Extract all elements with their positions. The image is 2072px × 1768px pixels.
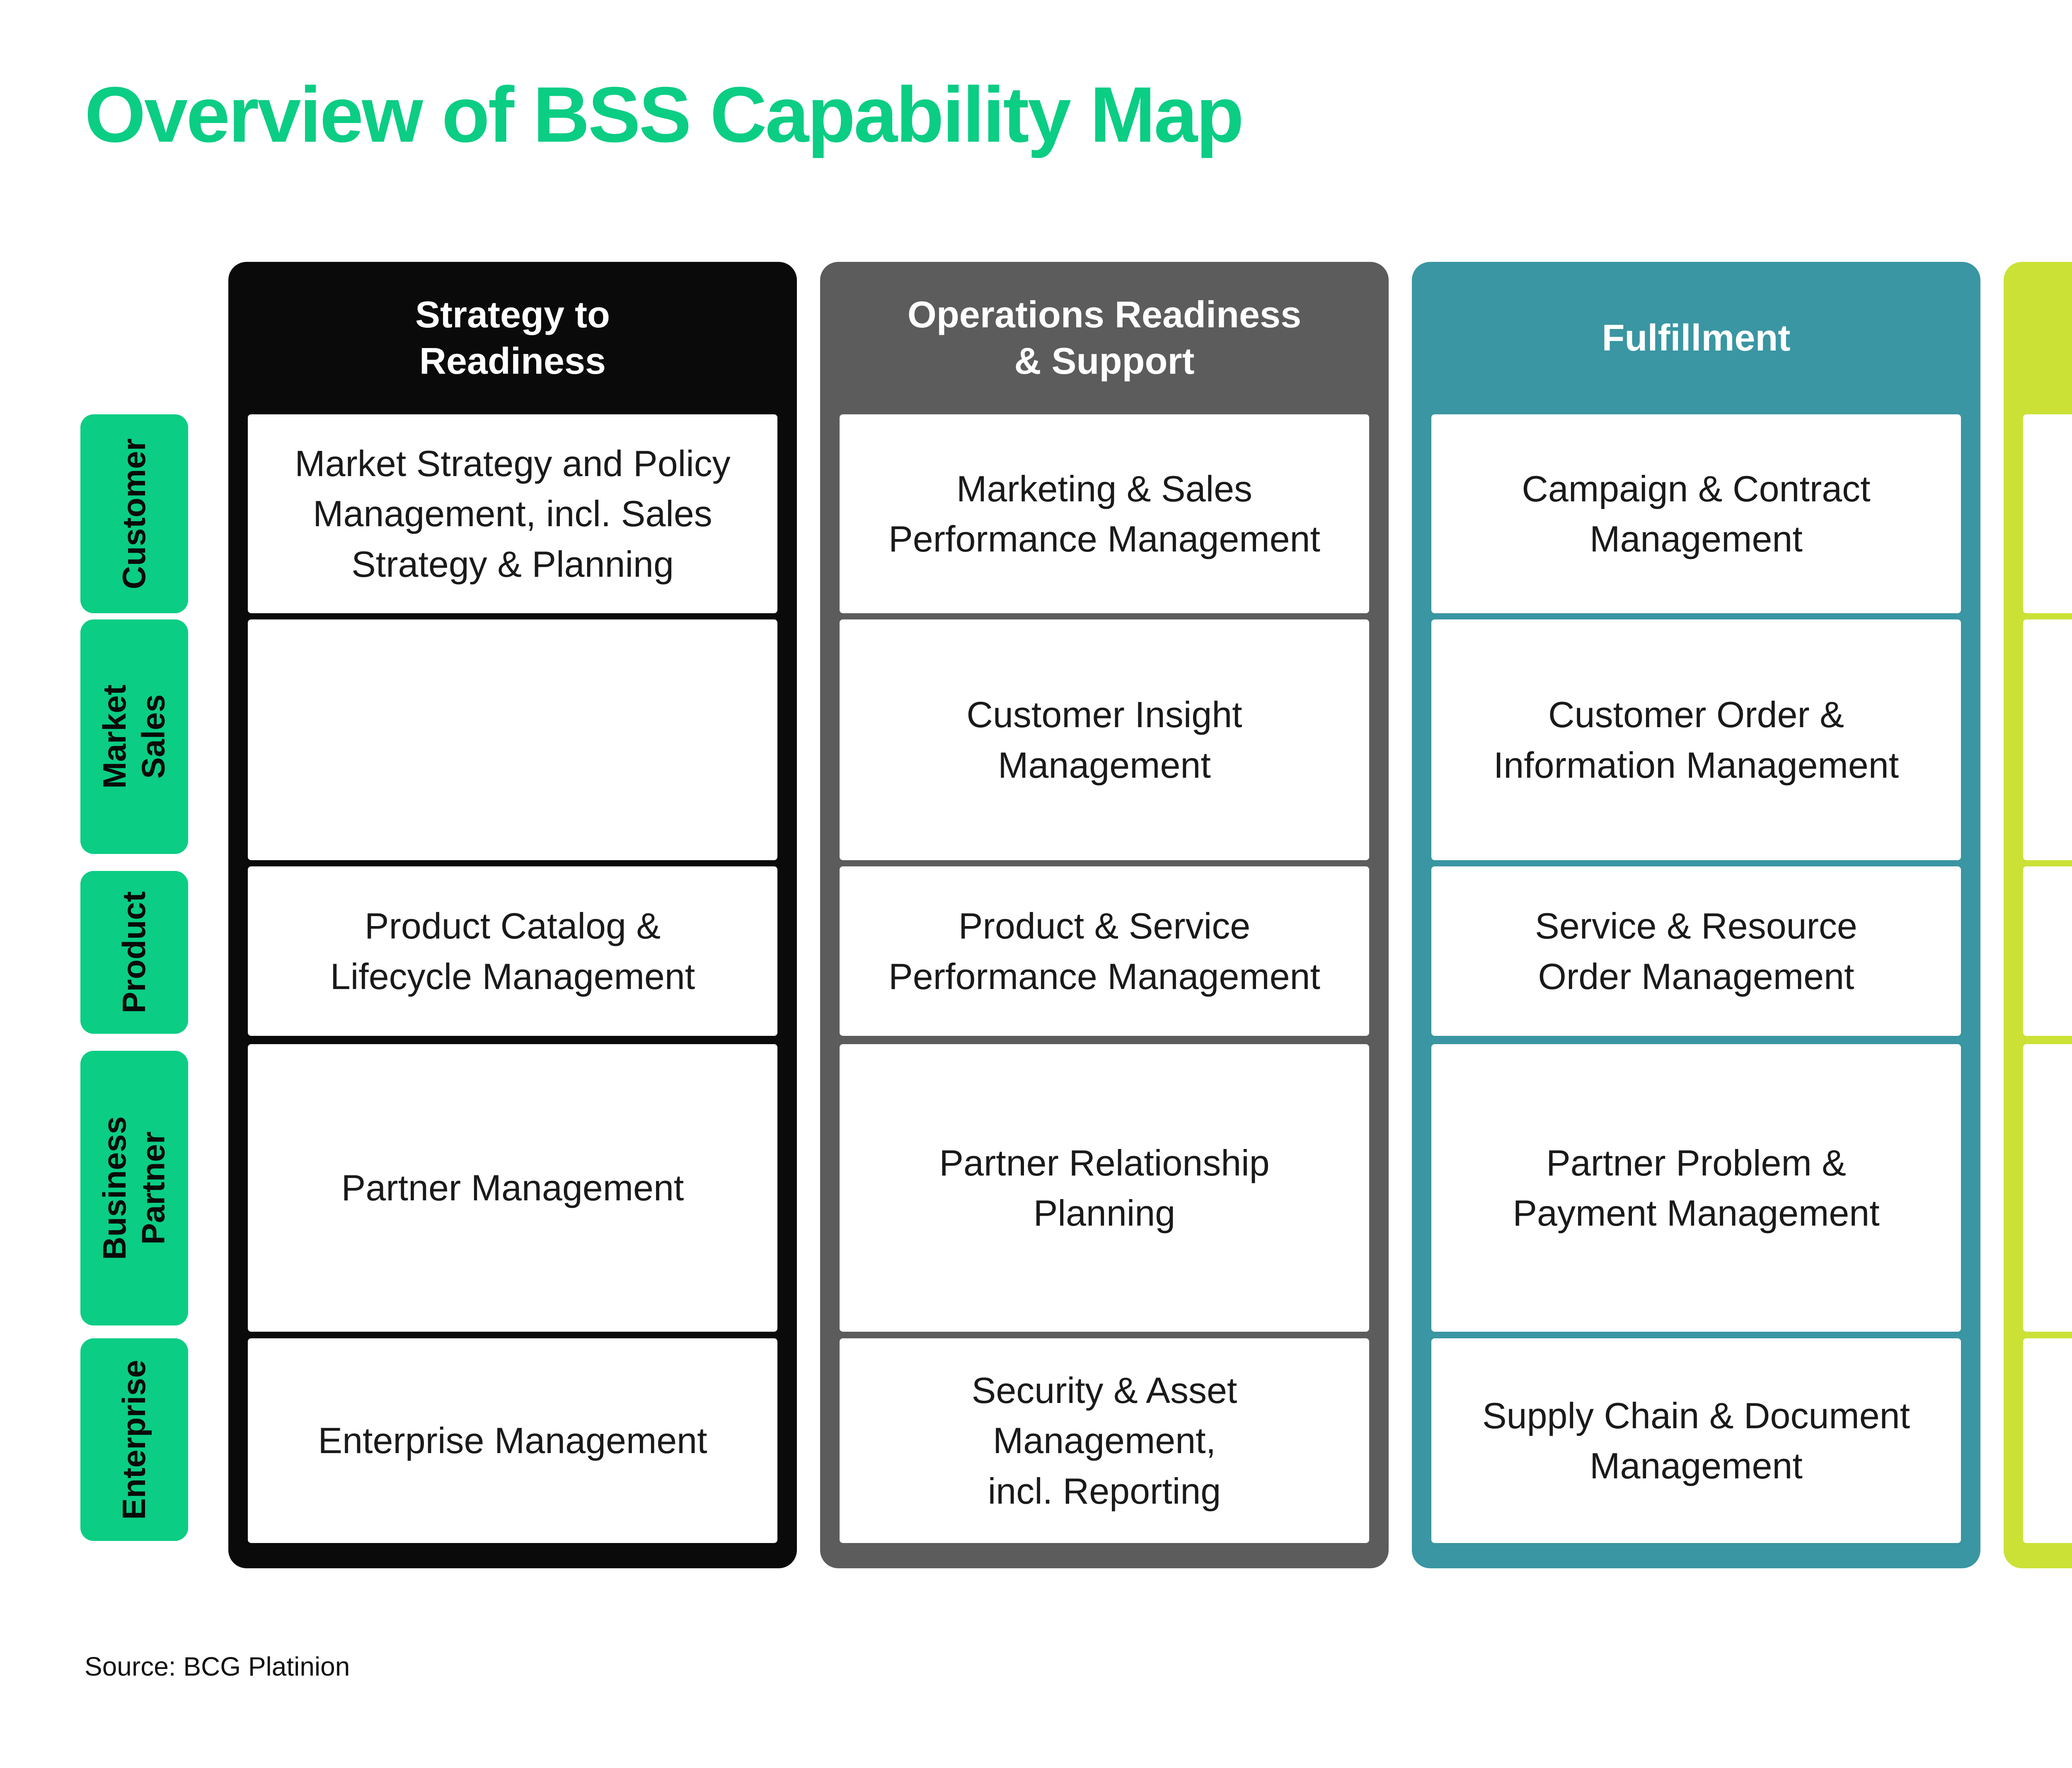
row-label-enterprise: Enterprise	[80, 1338, 188, 1541]
row-label-business-partner: Business Partner	[80, 1051, 188, 1325]
row-label-customer: Customer	[80, 414, 188, 613]
capability-cell: Product Catalog & Lifecycle Management	[248, 866, 777, 1036]
capability-cell: Data Management	[2023, 1338, 2072, 1543]
row-label-market-sales: Market Sales	[80, 619, 188, 854]
row-label-business-partner-text: Business Partner	[96, 1116, 172, 1260]
column-strategy-to-readiness: Strategy to Readiness Market Strategy an…	[228, 262, 797, 1568]
column-header: Assurance	[2004, 262, 2072, 414]
capability-cell: Campaign & Contract Management	[1431, 414, 1961, 613]
capability-cell: Partner Management	[248, 1044, 777, 1332]
capability-cell: Identity & Case Management	[2023, 619, 2072, 860]
column-header: Strategy to Readiness	[415, 294, 610, 382]
capability-cell: Service Problem & Performance Management	[2023, 866, 2072, 1036]
capability-cell: Enterprise Management	[248, 1338, 777, 1543]
row-label-enterprise-text: Enterprise	[116, 1359, 152, 1520]
capability-cell: Financial Management	[2023, 1044, 2072, 1332]
row-label-market-sales-text: Market Sales	[96, 684, 172, 789]
capability-cell-empty	[248, 619, 777, 860]
capability-cell: Market Strategy and Policy Management, i…	[248, 414, 777, 613]
row-label-product-text: Product	[116, 891, 152, 1013]
column-operations-readiness-support: Operations Readiness & Support Marketing…	[820, 262, 1389, 1568]
capability-cell: Customer Insight Management	[840, 619, 1369, 860]
capability-cell: Partner Relationship Planning	[840, 1044, 1369, 1332]
column-assurance: Assurance Policy Management & Campaign M…	[2004, 262, 2072, 1568]
capability-cell: Marketing & Sales Performance Management	[840, 414, 1369, 613]
capability-cell: Supply Chain & Document Management	[1431, 1338, 1961, 1543]
row-label-customer-text: Customer	[116, 438, 152, 590]
page-title: Overview of BSS Capability Map	[85, 71, 1244, 159]
capability-cell: Partner Problem & Payment Management	[1431, 1044, 1961, 1332]
capability-cell: Policy Management & Campaign Monitoring	[2023, 414, 2072, 613]
capability-cell: Service & Resource Order Management	[1431, 866, 1961, 1036]
column-fulfillment: Fulfillment Campaign & Contract Manageme…	[1412, 262, 1980, 1568]
capability-cell: Customer Order & Information Management	[1431, 619, 1961, 860]
column-header: Fulfillment	[1602, 317, 1791, 359]
column-header: Operations Readiness & Support	[907, 294, 1302, 382]
capability-cell: Product & Service Performance Management	[840, 866, 1369, 1036]
capability-cell: Security & Asset Management, incl. Repor…	[840, 1338, 1369, 1543]
source-note: Source: BCG Platinion	[85, 1652, 350, 1681]
row-label-product: Product	[80, 871, 188, 1034]
